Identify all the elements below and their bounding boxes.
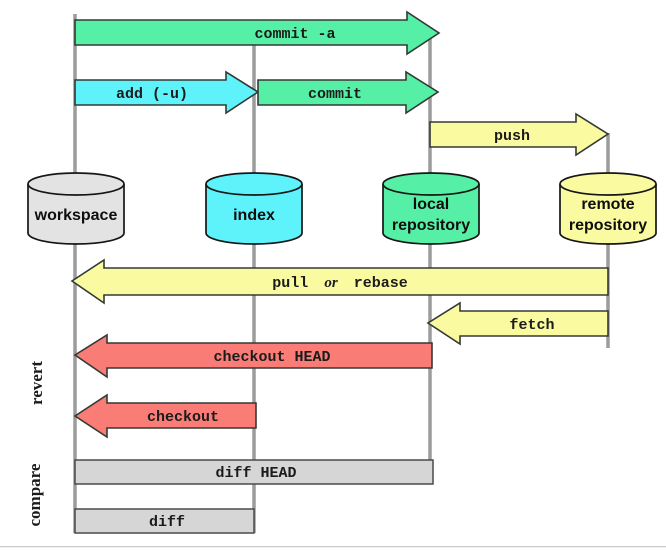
add-u-arrow xyxy=(74,70,260,115)
workspace-node: workspace xyxy=(27,172,125,245)
rebase-word: rebase xyxy=(354,275,408,292)
pull-word: pull xyxy=(272,275,308,292)
checkout-head-arrow-label: checkout HEAD xyxy=(213,349,330,366)
index-node: index xyxy=(205,172,303,245)
push-arrow xyxy=(429,112,610,157)
fetch-arrow-label: fetch xyxy=(509,317,554,334)
remote-repository-node: remote repository xyxy=(559,172,657,245)
checkout-arrow-label: checkout xyxy=(147,409,219,426)
remote-repository-label-line1: remote xyxy=(581,196,634,213)
workspace-cylinder-top xyxy=(27,172,125,196)
compare-section-label: compare xyxy=(25,463,44,526)
checkout-head-arrow xyxy=(73,333,433,379)
local-repository-node: local repository xyxy=(382,172,480,245)
pull-rebase-arrow xyxy=(70,258,609,305)
diff-bar xyxy=(74,508,255,534)
local-repository-label-line2: repository xyxy=(392,217,470,234)
remote-repository-cylinder-top xyxy=(559,172,657,196)
index-cylinder-body xyxy=(205,184,303,245)
diff-head-bar-label: diff HEAD xyxy=(215,465,296,482)
workspace-cylinder-body xyxy=(27,184,125,245)
workspace-node-label: workspace xyxy=(34,207,118,224)
commit-arrow-label: commit xyxy=(308,86,362,103)
commit-a-arrow xyxy=(74,10,441,56)
local-repository-cylinder-body xyxy=(382,184,480,245)
index-cylinder-top xyxy=(205,172,303,196)
fetch-arrow xyxy=(426,301,609,346)
add-u-arrow-label: add (-u) xyxy=(116,86,188,103)
commit-a-arrow-label: commit -a xyxy=(254,26,335,43)
index-node-label: index xyxy=(233,207,275,224)
push-arrow-label: push xyxy=(494,128,530,145)
diff-bar-label: diff xyxy=(149,514,185,531)
or-word: or xyxy=(324,275,338,291)
diff-head-bar xyxy=(74,459,434,485)
bottom-edge-line xyxy=(0,546,666,548)
remote-repository-label-line2: repository xyxy=(569,217,647,234)
remote-repository-cylinder-body xyxy=(559,184,657,245)
local-repository-label-line1: local xyxy=(413,196,449,213)
local-repository-cylinder-top xyxy=(382,172,480,196)
pull-rebase-arrow-label: pull or rebase xyxy=(272,275,407,292)
checkout-arrow xyxy=(73,393,257,439)
revert-section-label: revert xyxy=(27,361,46,405)
commit-arrow xyxy=(257,70,440,115)
